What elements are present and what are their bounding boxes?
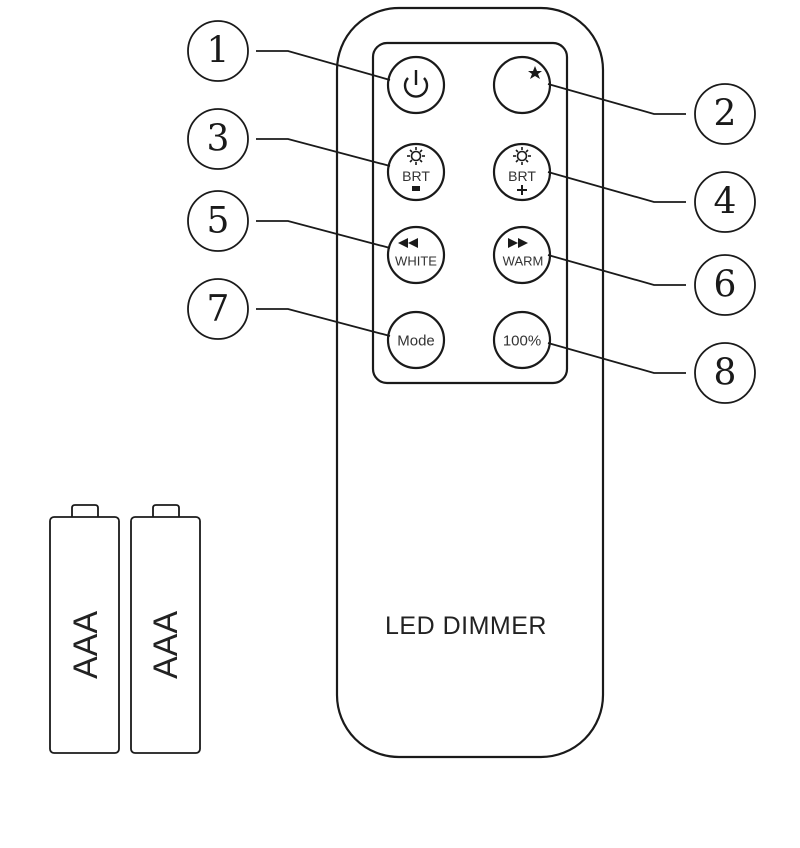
power-icon	[403, 70, 429, 98]
rewind-icon	[398, 238, 418, 248]
minus-icon	[412, 186, 420, 191]
leader-line-4	[547, 171, 686, 203]
battery-label: AAA	[147, 611, 185, 679]
leader-line-8	[547, 342, 686, 374]
leader-lines	[256, 50, 686, 374]
mode-button[interactable]: Mode	[386, 310, 446, 370]
callout-number: 2	[714, 94, 737, 135]
moon-star-icon	[505, 66, 542, 104]
fast-forward-icon	[508, 238, 528, 248]
button-label: WHITE	[395, 254, 437, 269]
callout-number: 1	[207, 31, 230, 72]
button-label: BRT	[508, 168, 536, 184]
button-label: WARM	[503, 254, 544, 269]
callout-number: 5	[207, 201, 230, 242]
callout-4: 4	[694, 171, 756, 233]
button-label: 100%	[503, 333, 541, 350]
battery-2: AAA	[130, 504, 201, 754]
leader-line-3	[256, 138, 391, 167]
sun-icon	[407, 147, 425, 165]
sun-icon	[513, 147, 531, 165]
white-button[interactable]: WHITE	[386, 225, 446, 285]
battery-label: AAA	[67, 611, 105, 679]
remote-body	[335, 6, 605, 759]
callout-1: 1	[187, 20, 249, 82]
callout-8: 8	[694, 342, 756, 404]
power-button[interactable]	[386, 55, 446, 115]
warm-button[interactable]: WARM	[492, 225, 552, 285]
callout-number: 6	[714, 265, 737, 306]
leader-line-7	[256, 308, 391, 337]
leader-line-1	[256, 50, 391, 81]
battery-1: AAA	[49, 504, 120, 754]
callout-7: 7	[187, 278, 249, 340]
leader-line-2	[547, 83, 686, 115]
button-label: Mode	[397, 333, 435, 350]
leader-line-5	[256, 220, 391, 249]
button-label: BRT	[402, 168, 430, 184]
brightness-up-button[interactable]: BRT	[492, 142, 552, 202]
callout-number: 7	[207, 289, 230, 330]
callout-2: 2	[694, 83, 756, 145]
button-panel	[371, 41, 569, 385]
full-brightness-button[interactable]: 100%	[492, 310, 552, 370]
callout-number: 4	[714, 182, 737, 223]
night-button[interactable]	[492, 55, 552, 115]
brand-label: LED DIMMER	[385, 612, 547, 640]
leader-line-6	[547, 254, 686, 286]
callout-6: 6	[694, 254, 756, 316]
callout-number: 8	[714, 353, 737, 394]
plus-icon	[517, 185, 527, 195]
callout-3: 3	[187, 108, 249, 170]
callout-5: 5	[187, 190, 249, 252]
brightness-down-button[interactable]: BRT	[386, 142, 446, 202]
callout-number: 3	[207, 119, 230, 160]
